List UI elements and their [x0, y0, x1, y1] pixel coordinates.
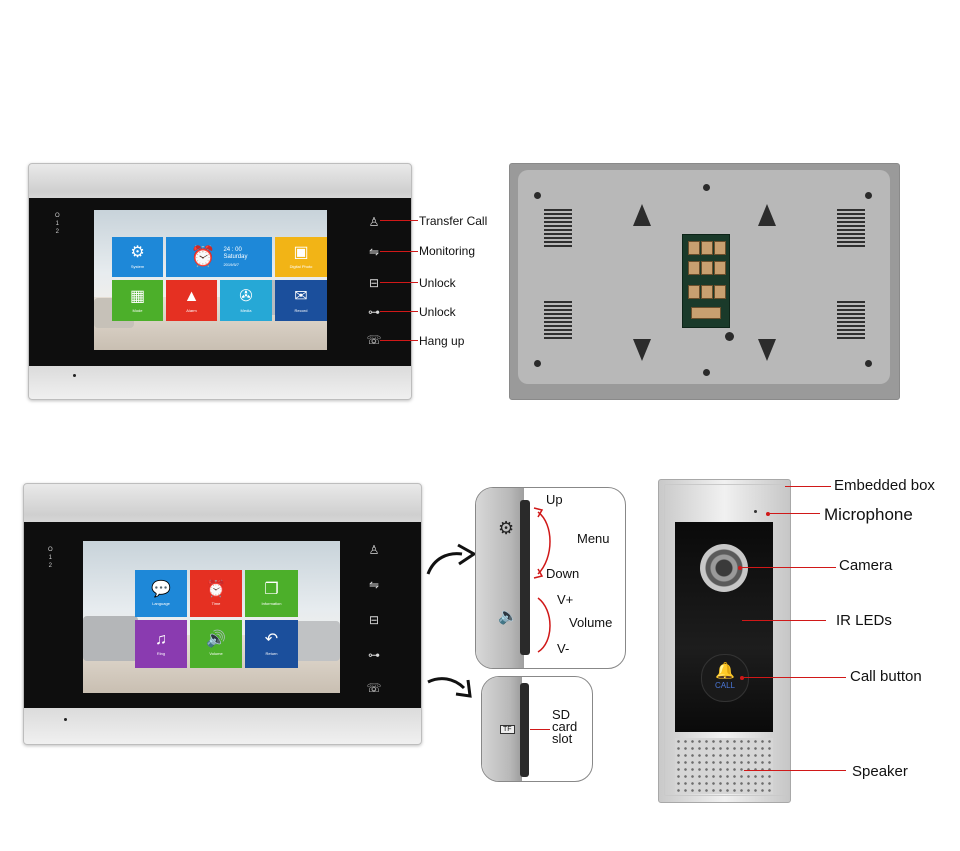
label-down: Down: [546, 566, 580, 581]
tile-record[interactable]: ✉Record: [275, 280, 327, 321]
tile-return[interactable]: ↶Return: [245, 620, 298, 668]
label-vminus: V-: [557, 641, 570, 656]
arrow-icon: [427, 677, 472, 698]
label-transfer-call: Transfer Call: [419, 214, 488, 228]
tile-ring[interactable]: ♫Ring: [135, 620, 187, 668]
vent: [837, 301, 865, 339]
tile-alarm[interactable]: ▲Alarm: [166, 280, 217, 321]
connector-board: [682, 234, 730, 328]
person-button[interactable]: ♙: [368, 543, 380, 557]
unlock-key-button[interactable]: ⊶: [368, 648, 380, 662]
tile-volume[interactable]: 🔊Volume: [190, 620, 242, 668]
transfer-call-button[interactable]: ♙: [368, 215, 380, 229]
label-monitoring: Monitoring: [419, 244, 476, 258]
tile-system[interactable]: ⚙System: [112, 237, 163, 277]
tile-clock[interactable]: ⏰ 24 : 00 Saturday 2019/5/7: [166, 237, 272, 277]
monitor-screen: 💬Language ⏰Time ❐Information ♫Ring 🔊Volu…: [83, 541, 340, 693]
microphone-hole: [73, 374, 76, 377]
tile-mode[interactable]: ▦Mode: [112, 280, 163, 321]
tf-badge: TF: [500, 725, 515, 734]
monitor-back-panel: [509, 163, 900, 400]
tile-language[interactable]: 💬Language: [135, 570, 187, 617]
tile-digital-photo[interactable]: ▣Digital Photo: [275, 237, 327, 277]
label-unlock-2: Unlock: [419, 305, 456, 319]
hang-up-button[interactable]: ☏: [366, 333, 382, 347]
bell-icon: 🔔: [715, 663, 735, 680]
label-ir-leds: IR LEDs: [836, 612, 892, 629]
tile-media[interactable]: ✇Media: [220, 280, 272, 321]
arrow-icon: [426, 543, 477, 575]
label-embedded-box: Embedded box: [834, 477, 935, 494]
label-vplus: V+: [557, 592, 574, 607]
doorbell-outdoor-unit: 🔔 CALL: [658, 479, 791, 803]
unlock-key-button[interactable]: ⊶: [368, 305, 380, 319]
clock-date: 2019/5/7: [223, 261, 240, 267]
unlock-door-button[interactable]: ⊟: [368, 276, 380, 290]
label-microphone: Microphone: [824, 505, 913, 524]
speaker-grille: [675, 738, 773, 794]
label-up: Up: [546, 492, 563, 507]
monitor-screen: ⚙System ⏰ 24 : 00 Saturday 2019/5/7 ▣Dig…: [94, 210, 327, 350]
label-camera: Camera: [839, 557, 893, 574]
vent: [544, 209, 572, 247]
label-menu: Menu: [577, 531, 610, 546]
label-volume: Volume: [569, 615, 613, 630]
microphone-hole: [754, 510, 757, 513]
call-text: CALL: [714, 681, 735, 690]
unlock-door-button[interactable]: ⊟: [368, 613, 380, 627]
vent: [837, 209, 865, 247]
gear-icon: ⚙: [498, 518, 515, 538]
side-buttons-zoom: ⚙ 🔈 Up Menu Down V+ Volume V-: [475, 487, 626, 669]
hang-up-button[interactable]: ☏: [366, 681, 382, 695]
speaker-icon: 🔈: [498, 608, 518, 625]
label-unlock-1: Unlock: [419, 276, 456, 290]
label-call-button: Call button: [850, 668, 922, 685]
label-hang-up: Hang up: [419, 334, 465, 348]
vent: [544, 301, 572, 339]
monitoring-button[interactable]: ⇋: [368, 578, 380, 592]
clock-time: 24 : 00: [223, 246, 242, 253]
monitoring-button[interactable]: ⇋: [368, 245, 380, 259]
clock-day: Saturday: [223, 253, 248, 260]
label-speaker: Speaker: [852, 763, 908, 780]
tile-information[interactable]: ❐Information: [245, 570, 298, 617]
tile-time[interactable]: ⏰Time: [190, 570, 242, 617]
